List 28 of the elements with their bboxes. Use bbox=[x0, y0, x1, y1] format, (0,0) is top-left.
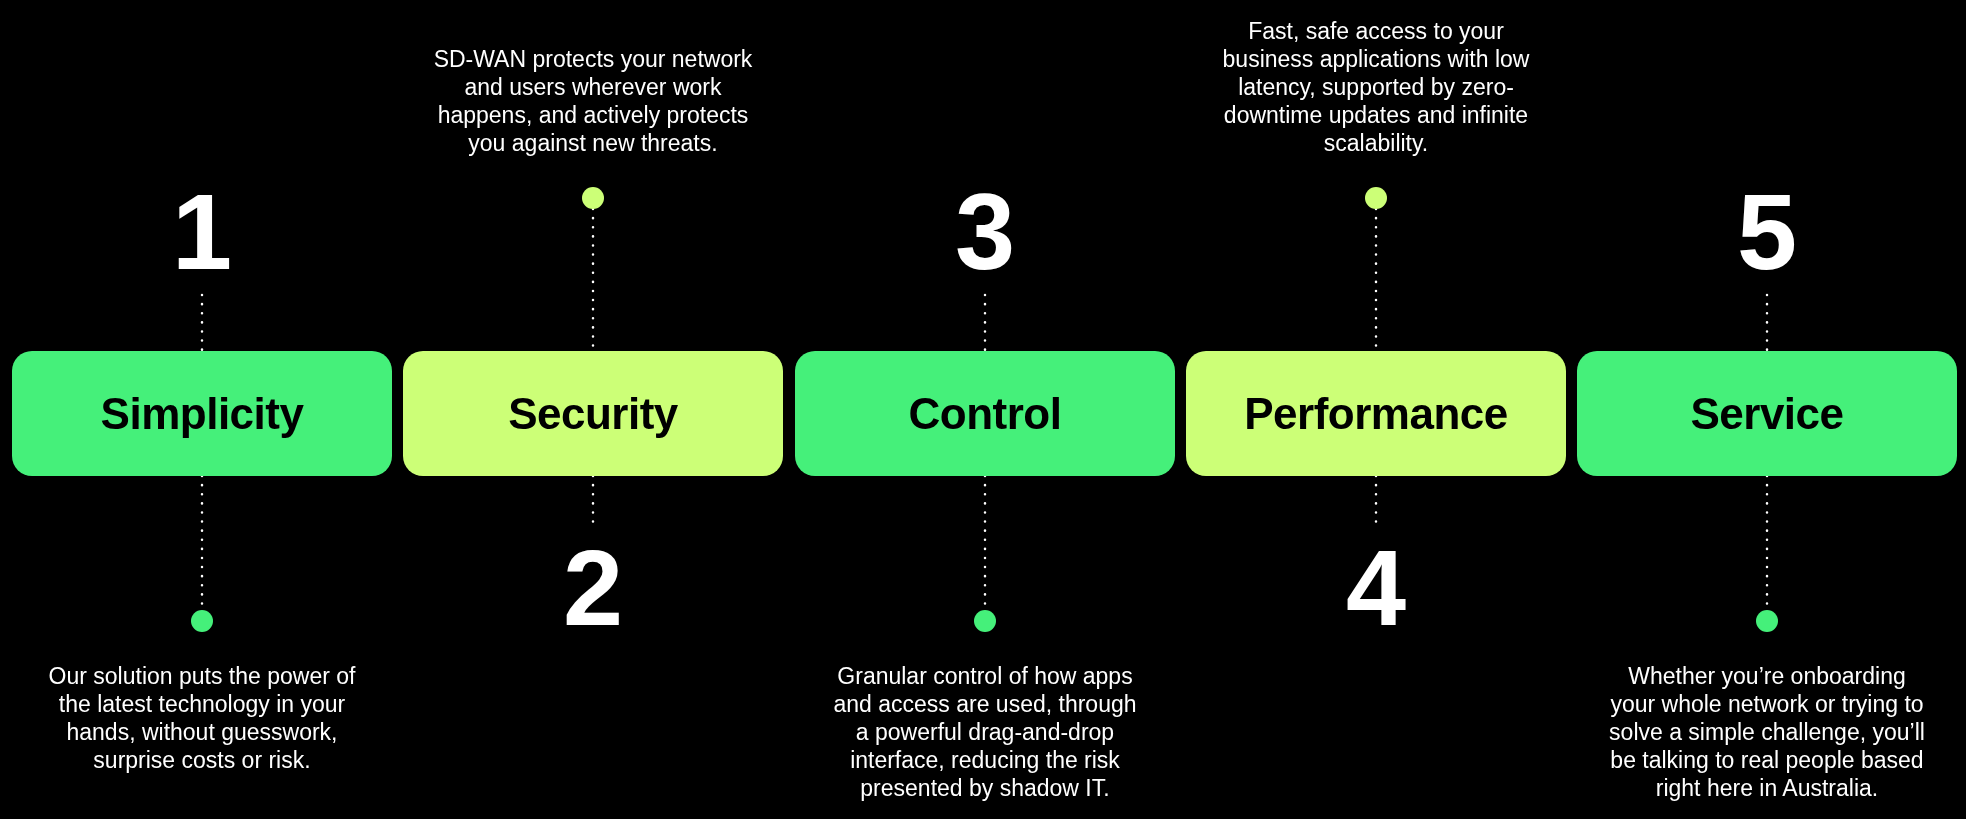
leader-line bbox=[1765, 293, 1769, 353]
step-number: 4 bbox=[1345, 534, 1407, 642]
pillar-title: Control bbox=[908, 388, 1062, 439]
pillar-title: Security bbox=[508, 388, 678, 439]
timeline-dot bbox=[974, 610, 996, 632]
pillar-box bbox=[403, 351, 783, 476]
pillar-title: Simplicity bbox=[100, 388, 304, 439]
timeline-dot bbox=[582, 187, 604, 209]
description-text: SD-WAN protects your network and users wherever work happens, and actively protects you against new threats. bbox=[433, 45, 753, 157]
leader-line bbox=[200, 293, 204, 353]
pillar-title: Service bbox=[1690, 388, 1844, 439]
step-number: 1 bbox=[171, 178, 233, 286]
timeline-dot bbox=[1756, 610, 1778, 632]
description-text: Fast, safe access to your business applications with low latency, supported by zero-downtime updates and infinite scalability. bbox=[1221, 17, 1531, 157]
pillar-box bbox=[1577, 351, 1957, 476]
step-number: 3 bbox=[954, 178, 1016, 286]
description-text: Our solution puts the power of the latest technology in your hands, without guesswork, surprise costs or risk. bbox=[47, 662, 357, 774]
leader-line bbox=[983, 293, 987, 353]
pillar-box bbox=[12, 351, 392, 476]
pillar-box bbox=[795, 351, 1175, 476]
pillar-box bbox=[1186, 351, 1566, 476]
timeline-dot bbox=[191, 610, 213, 632]
pillar-title: Performance bbox=[1244, 388, 1508, 439]
step-number: 2 bbox=[562, 534, 624, 642]
description-text: Granular control of how apps and access are used, through a powerful drag-and-drop interface, reducing the risk presented by shadow IT. bbox=[832, 662, 1138, 802]
timeline-dot bbox=[1365, 187, 1387, 209]
description-text: Whether you’re onboarding your whole network or trying to solve a simple challenge, you’ll be talking to real people based right here in Australia. bbox=[1608, 662, 1926, 802]
step-number: 5 bbox=[1736, 178, 1798, 286]
